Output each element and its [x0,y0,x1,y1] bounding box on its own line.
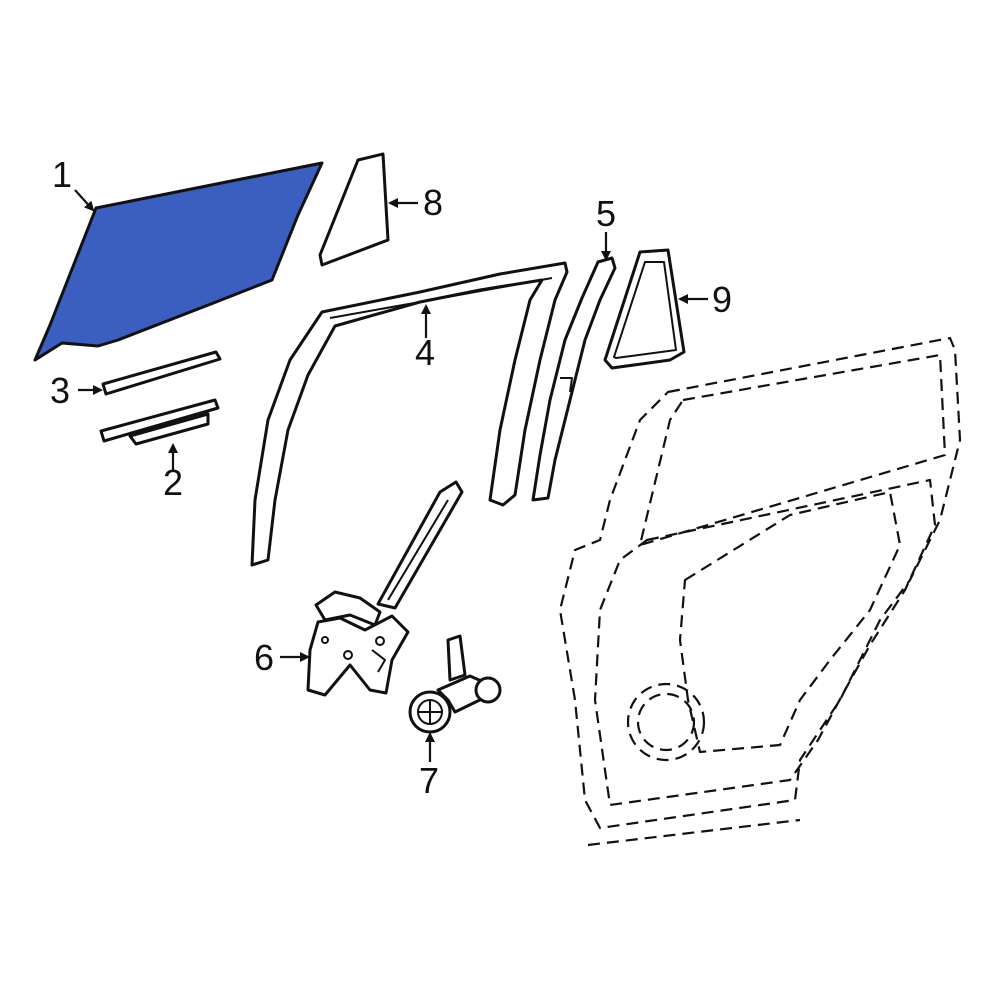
part-2-lower-molding[interactable] [99,398,220,446]
callout-6[interactable]: 6 [254,637,274,678]
callout-3[interactable]: 3 [50,370,70,411]
part-8-quarter-glass[interactable] [318,152,390,267]
callout-2[interactable]: 2 [163,462,183,503]
part-4-glass-run-channel[interactable] [250,261,569,567]
part-1-door-glass[interactable] [33,161,324,362]
part-6-window-regulator[interactable] [306,480,464,697]
part-9-quarter-window[interactable] [603,248,686,370]
part-3-belt-weatherstrip[interactable] [101,350,222,396]
callout-5[interactable]: 5 [596,193,616,234]
part-5-division-channel[interactable] [531,256,617,502]
part-7-regulator-motor[interactable] [408,634,502,734]
callout-7[interactable]: 7 [419,760,439,801]
callout-8[interactable]: 8 [423,182,443,223]
callout-9[interactable]: 9 [712,279,732,320]
door-outline-reference [558,336,962,847]
callout-1[interactable]: 1 [52,154,72,195]
callout-4[interactable]: 4 [415,332,435,373]
